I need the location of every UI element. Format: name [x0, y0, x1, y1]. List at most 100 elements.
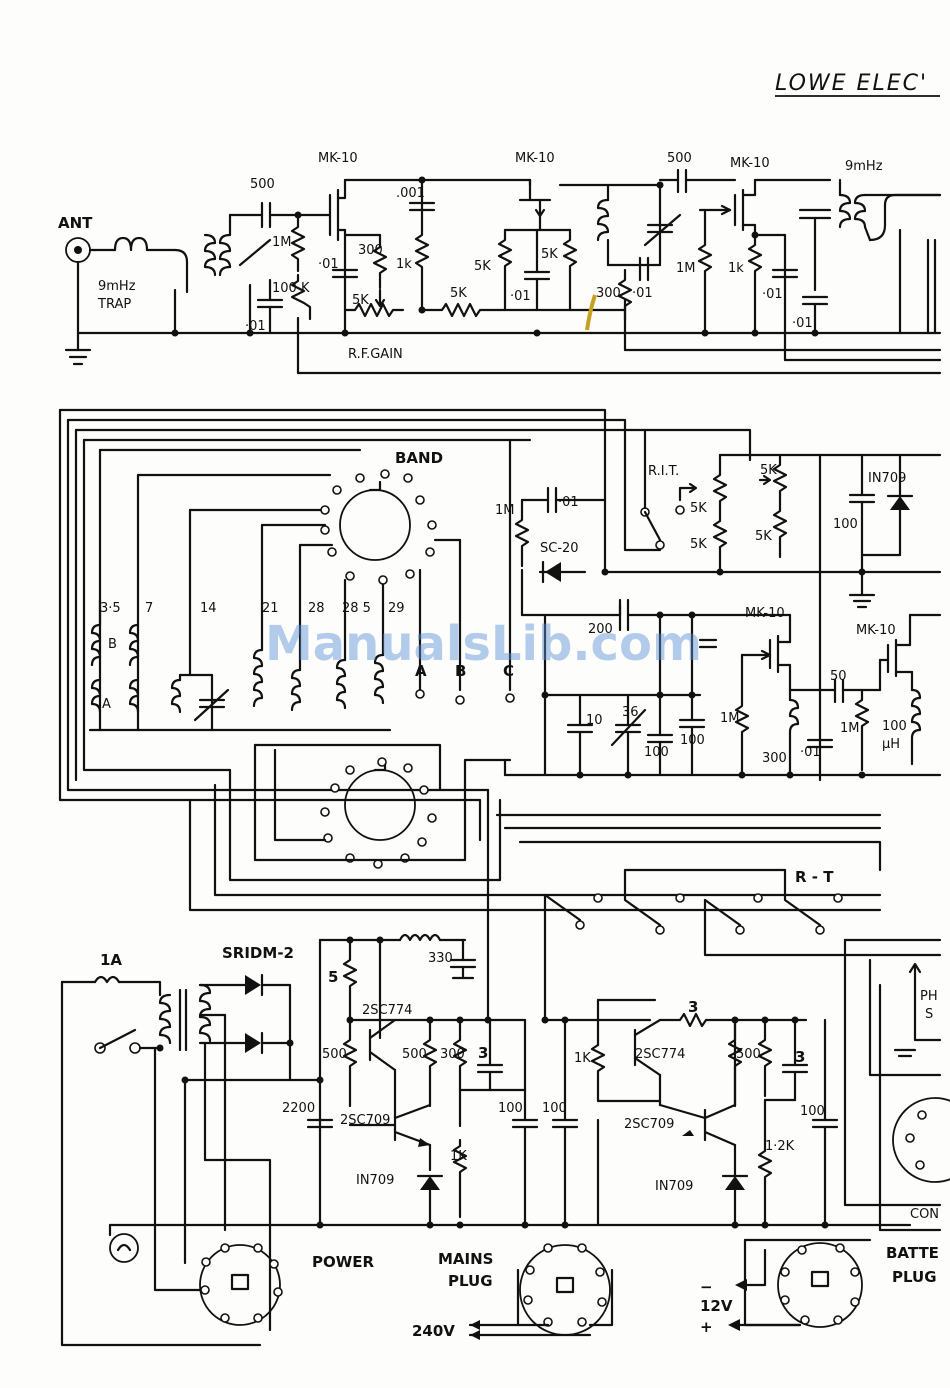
band-switch-lower-icon[interactable] [344, 769, 416, 841]
osc-r1m-b: 1M [720, 711, 740, 726]
input-coil-icon [203, 233, 217, 277]
q8-label: 2SC774 [635, 1047, 685, 1062]
c001-label: .001 [396, 186, 425, 201]
band-switch-upper-contacts [320, 469, 437, 585]
battery-plug-pins [780, 1243, 860, 1325]
osc-c100b: 100 [644, 745, 669, 760]
trap-coil-icon [113, 236, 149, 252]
watermark: ManualsLib.com [265, 616, 702, 672]
band-switch-upper-icon[interactable] [339, 489, 411, 561]
band-label: BAND [395, 449, 443, 467]
c500a-label: 500 [250, 177, 275, 192]
osc-l100: 100 [882, 719, 907, 734]
mains-plug-pins [523, 1243, 607, 1327]
title: LOWE ELEC' [775, 71, 928, 96]
c01f-label: ·01 [792, 316, 813, 331]
rit-5k-b: 5K [690, 537, 707, 552]
r1k-a-label: 1k [396, 257, 412, 272]
rit-arrow-icon [678, 486, 696, 502]
ext-a: A [415, 662, 427, 680]
r300-label: 300 [440, 1047, 465, 1062]
fuse-label: 1A [100, 951, 122, 969]
plus-label: + [700, 1318, 713, 1336]
d1-label: IN709 [356, 1173, 394, 1188]
mains-label: MAINS [438, 1250, 493, 1268]
band-14: 14 [200, 601, 217, 616]
coil-b-label: B [108, 637, 117, 652]
band-3-5: 3·5 [100, 601, 121, 616]
rit-label: R.I.T. [648, 464, 679, 479]
r5-label: 5 [328, 968, 338, 986]
osc-c36: 36 [622, 705, 639, 720]
fuse-icon [93, 975, 121, 984]
pilot-lamp-icon [109, 1233, 139, 1263]
r1m-a-label: 1M [272, 235, 292, 250]
c01d-label: ·01 [632, 286, 653, 301]
sc20-label: SC-20 [540, 541, 579, 556]
r500a-label: 500 [322, 1047, 347, 1062]
trap-freq: 9mHz [98, 279, 136, 294]
r5k-a-label: 5K [352, 293, 369, 308]
r1k-a-label: 1K [450, 1149, 467, 1164]
r300b-label: 300 [596, 286, 621, 301]
ant-label: ANT [58, 214, 93, 232]
q6-label: 2SC774 [362, 1003, 412, 1018]
if-coil-icon [838, 193, 852, 229]
c2200-label: 2200 [282, 1101, 315, 1116]
q9-label: 2SC709 [624, 1117, 674, 1132]
c3a-label: 3 [478, 1044, 488, 1062]
osc-r1m-label: 1M [495, 503, 515, 518]
osc-uh: μH [882, 737, 900, 752]
oscillator-section: BAND 3·5 7 14 21 28 28 5 29 B A [58, 408, 942, 912]
rf-section: ANT 9mHz TRAP 500 1M 100 K [58, 151, 942, 375]
q2-label: MK-10 [515, 151, 555, 166]
r1k-b-label: 1k [728, 261, 744, 276]
phone-socket-icon [892, 1097, 950, 1183]
v240-label: 240V [412, 1322, 455, 1340]
c500b-label: 500 [667, 151, 692, 166]
q1-label: MK-10 [318, 151, 358, 166]
osc-c100a: 100 [833, 517, 858, 532]
mains-transformer-icon [158, 993, 172, 1045]
c100c-label: 100 [800, 1104, 825, 1119]
v12-label: 12V [700, 1297, 733, 1315]
c01b-label: ·01 [318, 257, 339, 272]
power-switch-icon[interactable] [98, 1028, 137, 1050]
band-7: 7 [145, 601, 153, 616]
osc-c100c: 100 [680, 733, 705, 748]
c3b-label: 3 [795, 1048, 805, 1066]
r5k-b-label: 5K [450, 286, 467, 301]
osc-r300: 300 [762, 751, 787, 766]
r5k-c-label: 5K [474, 259, 491, 274]
rit-5k-c: 5K [760, 463, 777, 478]
trap-label: TRAP [97, 297, 131, 312]
band-28: 28 [308, 601, 325, 616]
mains-plug-label: PLUG [448, 1272, 493, 1290]
c01c-label: ·01 [510, 289, 531, 304]
power-section: R - T PH S 1A [60, 788, 950, 1347]
r5k-d-label: 5K [541, 247, 558, 262]
xtal-label: 9mHz [845, 159, 883, 174]
c100b-label: 100 [542, 1101, 567, 1116]
osc-c200: 200 [588, 622, 613, 637]
r500c-label: 500 [736, 1047, 761, 1062]
ext-b: B [455, 662, 466, 680]
c100a-label: 100 [498, 1101, 523, 1116]
r300a-label: 300 [358, 243, 383, 258]
osc-c01-label: ·01 [558, 495, 579, 510]
rit-5k-d: 5K [755, 529, 772, 544]
minus-label: − [700, 1278, 713, 1296]
rf-coil-icon [596, 198, 610, 242]
rect-label: SRIDM-2 [222, 944, 294, 962]
con-label: CON [910, 1207, 939, 1222]
d2-label: IN709 [655, 1179, 693, 1194]
band-28-5: 28 5 [342, 601, 371, 616]
s-label: S [925, 1007, 933, 1022]
c330-label: 330 [428, 951, 453, 966]
rt-label: R - T [795, 868, 834, 886]
band-21: 21 [262, 601, 279, 616]
battery-plug-icon [777, 1242, 863, 1328]
power-socket-pins [200, 1243, 283, 1323]
